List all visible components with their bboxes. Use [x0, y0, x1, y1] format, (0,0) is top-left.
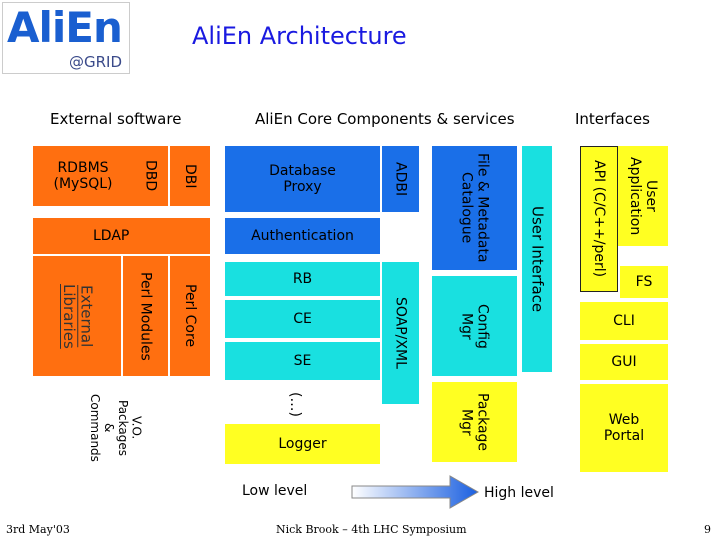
page-title: AliEn Architecture: [192, 22, 407, 50]
se-box: SE: [225, 342, 380, 380]
ellipsis-label: (…): [280, 384, 310, 424]
user-application-label: User Application: [627, 156, 660, 236]
ellipsis-text: (…): [287, 391, 304, 417]
package-mgr-label: Package Mgr: [458, 392, 491, 452]
gui-box: GUI: [580, 344, 668, 380]
web-portal-box: Web Portal: [580, 384, 668, 472]
file-catalogue-label: File & Metadata Catalogue: [458, 153, 491, 263]
config-mgr-label: Config Mgr: [458, 303, 491, 349]
level-arrow-icon: [351, 475, 480, 509]
perl-core-label: Perl Core: [182, 284, 199, 348]
config-mgr-box: Config Mgr: [432, 276, 517, 376]
dbd-box: DBD: [133, 146, 168, 206]
cli-box: CLI: [580, 302, 668, 340]
user-interface-box: User Interface: [522, 146, 552, 372]
user-interface-label: User Interface: [528, 205, 547, 313]
footer-date: 3rd May'03: [6, 523, 70, 536]
header-external: External software: [50, 110, 182, 128]
adbi-label: ADBI: [392, 161, 409, 197]
adbi-box: ADBI: [382, 146, 419, 212]
footer-page: 9: [704, 523, 711, 536]
perl-modules-box: Perl Modules: [123, 256, 168, 376]
api-box: API (C/C++/perl): [580, 146, 618, 292]
footer-center: Nick Brook – 4th LHC Symposium: [276, 523, 467, 536]
ldap-box: LDAP: [33, 218, 210, 254]
rb-box: RB: [225, 262, 380, 296]
perl-core-box: Perl Core: [170, 256, 210, 376]
api-label: API (C/C++/perl): [591, 160, 608, 278]
dbi-box: DBI: [170, 146, 210, 206]
dbd-label: DBD: [142, 160, 159, 192]
logo-name: AliEn: [7, 3, 123, 52]
high-level-label: High level: [484, 485, 554, 501]
database-proxy-box: Database Proxy: [225, 146, 380, 212]
authentication-box: Authentication: [225, 218, 380, 254]
logo-suffix: @GRID: [69, 53, 123, 71]
soap-xml-box: SOAP/XML: [382, 262, 419, 404]
dbi-label: DBI: [182, 163, 199, 189]
vo-packages-label: V.O. Packages & Commands: [88, 394, 144, 462]
soap-xml-label: SOAP/XML: [392, 297, 409, 369]
low-level-label: Low level: [242, 483, 308, 499]
ce-box: CE: [225, 300, 380, 338]
vo-packages-box: V.O. Packages & Commands: [72, 378, 158, 478]
header-core: AliEn Core Components & services: [255, 110, 515, 128]
file-catalogue-box: File & Metadata Catalogue: [432, 146, 517, 270]
package-mgr-box: Package Mgr: [432, 382, 517, 462]
external-libraries-label: External Libraries: [60, 283, 96, 349]
external-libraries-box: External Libraries: [33, 256, 121, 376]
alien-logo: AliEn @GRID: [2, 2, 130, 74]
header-interfaces: Interfaces: [575, 110, 650, 128]
perl-modules-label: Perl Modules: [137, 271, 154, 361]
user-application-box: User Application: [618, 146, 668, 246]
logger-box: Logger: [225, 424, 380, 464]
fs-box: FS: [620, 266, 668, 298]
rdbms-box: RDBMS (MySQL): [33, 146, 133, 206]
